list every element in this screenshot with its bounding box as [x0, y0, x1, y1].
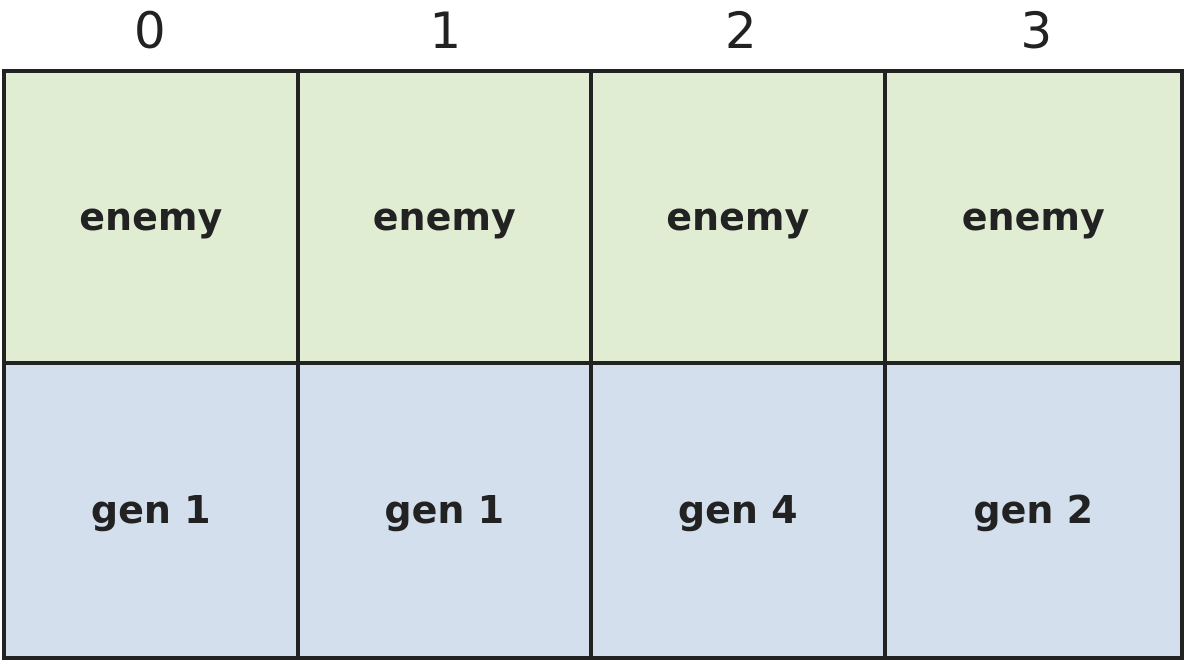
cell-row1-col0: gen 1 — [6, 364, 300, 656]
cell-row1-col2: gen 4 — [593, 364, 887, 656]
cell-row0-col3: enemy — [886, 73, 1180, 365]
index-header-row: 0 1 2 3 — [2, 0, 1184, 70]
cell-row1-col3: gen 2 — [886, 364, 1180, 656]
index-label-0: 0 — [133, 2, 166, 60]
cell-row1-col1: gen 1 — [299, 364, 593, 656]
array-grid: enemy enemy enemy enemy gen 1 gen 1 gen … — [2, 69, 1184, 660]
index-label-1: 1 — [429, 2, 462, 60]
index-label-2: 2 — [724, 2, 757, 60]
cell-row0-col1: enemy — [299, 73, 593, 365]
cell-row0-col2: enemy — [593, 73, 887, 365]
index-label-3: 3 — [1020, 2, 1053, 60]
cell-row0-col0: enemy — [6, 73, 300, 365]
